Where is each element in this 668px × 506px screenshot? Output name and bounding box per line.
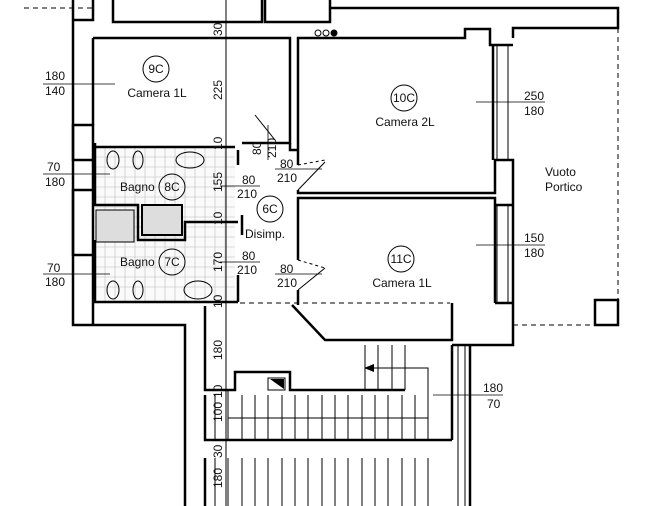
plan-label: 70 xyxy=(47,160,61,174)
plan-label: 70 xyxy=(47,261,61,275)
plan-label: 210 xyxy=(277,171,297,185)
plan-mark xyxy=(297,267,326,291)
plan-mark xyxy=(387,245,415,273)
plan-mark xyxy=(141,204,183,236)
plan-label: 210 xyxy=(237,263,257,277)
portico-label: Vuoto Portico xyxy=(545,165,583,194)
room-code: 6C xyxy=(262,202,278,216)
plan-mark xyxy=(106,150,120,170)
stair-direction-arrow-icon xyxy=(364,364,374,372)
room-name: Camera 1L xyxy=(127,86,187,100)
plan-mark xyxy=(158,248,186,276)
plan-label: 180 xyxy=(45,69,65,83)
dim: 225 xyxy=(211,80,225,100)
walls xyxy=(20,0,620,506)
plan-mark xyxy=(390,84,418,112)
plan-mark xyxy=(132,280,144,300)
plan-mark xyxy=(314,29,322,37)
room-name: Camera 1L xyxy=(372,276,432,290)
plan-label: 210 xyxy=(237,187,257,201)
room-code: 9C xyxy=(148,62,164,76)
plan-label: Vuoto xyxy=(545,165,576,179)
room-name: Bagno xyxy=(120,180,155,194)
dim: 180 xyxy=(211,340,225,360)
plan-mark xyxy=(203,306,472,506)
plan-label: 180 xyxy=(45,175,65,189)
room-9c: 9C Camera 1L xyxy=(127,55,187,100)
plan-label: 140 xyxy=(45,84,65,98)
plan-mark xyxy=(256,195,284,223)
plan-mark xyxy=(111,0,620,38)
plan-mark xyxy=(158,173,186,201)
plan-mark xyxy=(183,280,213,300)
dim: 10 xyxy=(211,294,225,308)
plan-mark xyxy=(175,151,205,169)
plan-mark xyxy=(593,298,620,327)
dim: 155 xyxy=(211,172,225,192)
room-8c: 8C Bagno xyxy=(120,173,186,201)
room-name: Bagno xyxy=(120,255,155,269)
plan-mark xyxy=(254,114,276,141)
room-code: 8C xyxy=(164,180,180,194)
door-swings xyxy=(254,114,326,291)
room-code: 7C xyxy=(164,255,180,269)
plan-mark xyxy=(95,209,135,243)
plan-label: 80 xyxy=(242,173,256,187)
plan-mark xyxy=(71,123,95,162)
vertical-dimensions: 30 225 10 155 10 170 10 180 10 100 30 18… xyxy=(211,22,225,488)
dim: 30 xyxy=(211,22,225,36)
dim: 10 xyxy=(211,384,225,398)
plan-mark xyxy=(270,379,284,389)
plan-mark xyxy=(71,188,95,257)
plan-mark xyxy=(288,27,515,347)
dim: 10 xyxy=(211,211,225,225)
plan-label: 80 xyxy=(250,141,264,155)
plan-mark xyxy=(297,259,326,269)
plan-mark xyxy=(330,29,338,37)
plan-label: 210 xyxy=(265,138,279,158)
plan-mark xyxy=(20,7,619,326)
plan-label: 210 xyxy=(277,276,297,290)
room-code: 10C xyxy=(393,91,415,105)
plan-label: Portico xyxy=(545,180,583,194)
room-7c: 7C Bagno xyxy=(120,248,186,276)
sanitary-fixtures xyxy=(106,29,338,300)
room-10c: 10C Camera 2L xyxy=(375,84,435,129)
dim: 10 xyxy=(211,136,225,150)
room-6c: 6C Disimp. xyxy=(245,195,285,241)
plan-label: 80 xyxy=(242,249,256,263)
plan-label: 150 xyxy=(524,231,544,245)
bathroom-tiles xyxy=(95,147,235,302)
plan-mark xyxy=(214,345,466,506)
dim: 180 xyxy=(211,468,225,488)
staircase xyxy=(203,306,472,506)
plan-label: 180 xyxy=(524,246,544,260)
plan-mark xyxy=(297,161,326,191)
plan-label: 70 xyxy=(487,397,501,411)
plan-mark xyxy=(132,150,144,170)
dim: 170 xyxy=(211,252,225,272)
plan-mark xyxy=(322,29,330,37)
plan-mark xyxy=(297,159,326,166)
plan-label: 250 xyxy=(524,89,544,103)
plan-mark xyxy=(106,280,120,300)
plan-mark xyxy=(496,45,509,303)
room-name: Camera 2L xyxy=(375,115,435,129)
room-name: Disimp. xyxy=(245,227,285,241)
plan-label: 180 xyxy=(524,104,544,118)
plan-label: 180 xyxy=(483,381,503,395)
room-code: 11C xyxy=(390,252,411,266)
plan-label: 180 xyxy=(45,275,65,289)
room-11c: 11C Camera 1L xyxy=(372,245,432,290)
plan-label: 80 xyxy=(280,262,294,276)
dim: 100 xyxy=(211,402,225,422)
dim: 30 xyxy=(211,444,225,458)
plan-label: 80 xyxy=(280,157,294,171)
plan-mark xyxy=(71,0,187,506)
plan-mark xyxy=(93,36,292,304)
plan-mark xyxy=(142,55,170,83)
